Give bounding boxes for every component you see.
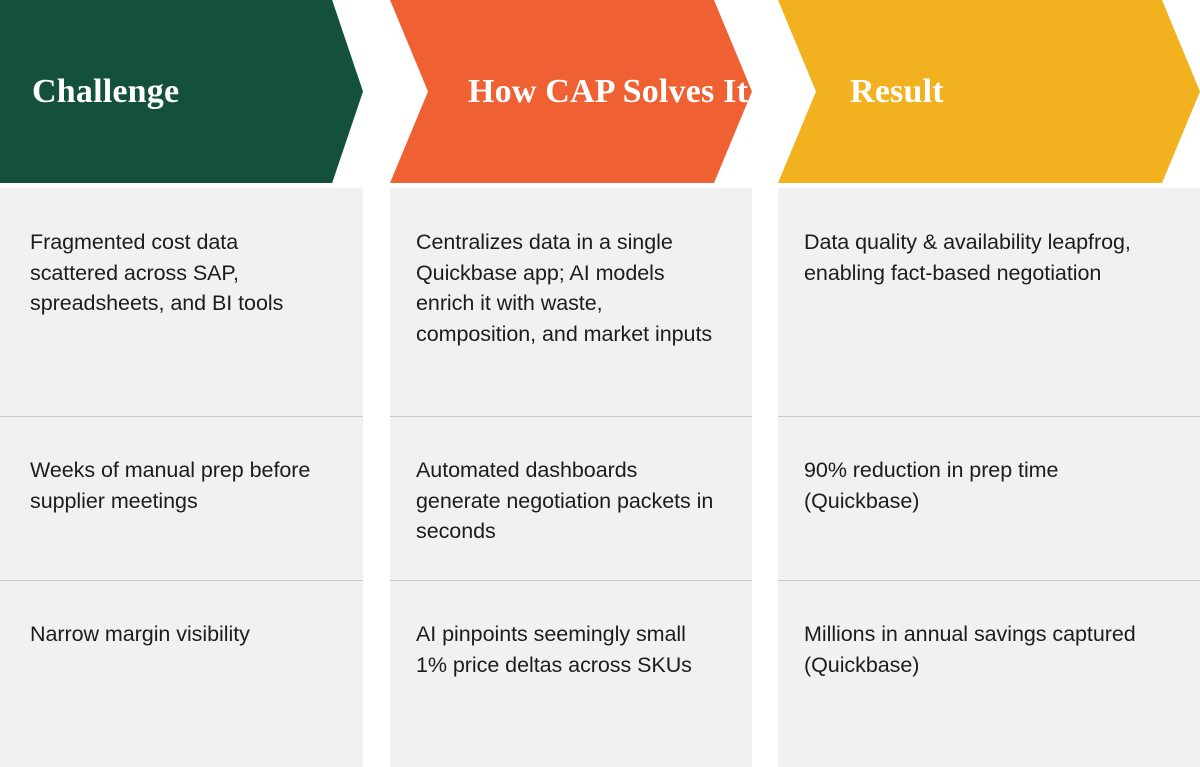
table-cell-how-cap-solves-it-row1: Centralizes data in a single Quickbase a…: [390, 188, 752, 415]
table-cell-result-row3: Millions in annual savings captured (Qui…: [778, 580, 1200, 767]
table-cell-challenge-row1: Fragmented cost data scattered across SA…: [0, 188, 363, 415]
column-header-title-how-cap-solves-it: How CAP Solves It: [468, 72, 749, 110]
table-cell-how-cap-solves-it-row3: AI pinpoints seemingly small 1% price de…: [390, 580, 752, 767]
cell-text-result-row1: Data quality & availability leapfrog, en…: [804, 230, 1131, 285]
table-cell-how-cap-solves-it-row2: Automated dashboards generate negotiatio…: [390, 416, 752, 580]
chevron-header-challenge: Challenge: [0, 0, 363, 183]
cell-text-result-row3: Millions in annual savings captured (Qui…: [804, 622, 1136, 677]
cell-text-result-row2: 90% reduction in prep time (Quickbase): [804, 458, 1059, 513]
table-cell-result-row1: Data quality & availability leapfrog, en…: [778, 188, 1200, 415]
cell-text-how-cap-solves-it-row3: AI pinpoints seemingly small 1% price de…: [416, 622, 692, 677]
table-cell-result-row2: 90% reduction in prep time (Quickbase): [778, 416, 1200, 580]
chevron-header-how-cap-solves-it: How CAP Solves It: [390, 0, 752, 183]
chevron-header-result: Result: [778, 0, 1200, 183]
column-result: Result Data quality & availability leapf…: [778, 0, 1200, 767]
table-cell-challenge-row3: Narrow margin visibility: [0, 580, 363, 767]
cell-text-challenge-row2: Weeks of manual prep before supplier mee…: [30, 458, 311, 513]
column-challenge: Challenge Fragmented cost data scattered…: [0, 0, 363, 767]
cell-text-challenge-row3: Narrow margin visibility: [30, 622, 250, 646]
body-panel-challenge: Fragmented cost data scattered across SA…: [0, 188, 363, 767]
body-panel-how-cap-solves-it: Centralizes data in a single Quickbase a…: [390, 188, 752, 767]
column-header-title-result: Result: [850, 72, 944, 110]
table-cell-challenge-row2: Weeks of manual prep before supplier mee…: [0, 416, 363, 580]
cell-text-how-cap-solves-it-row2: Automated dashboards generate negotiatio…: [416, 458, 714, 544]
cell-text-challenge-row1: Fragmented cost data scattered across SA…: [30, 230, 284, 316]
column-header-title-challenge: Challenge: [32, 72, 180, 110]
column-how-cap-solves-it: How CAP Solves It Centralizes data in a …: [390, 0, 752, 767]
body-panel-result: Data quality & availability leapfrog, en…: [778, 188, 1200, 767]
cell-text-how-cap-solves-it-row1: Centralizes data in a single Quickbase a…: [416, 230, 713, 346]
